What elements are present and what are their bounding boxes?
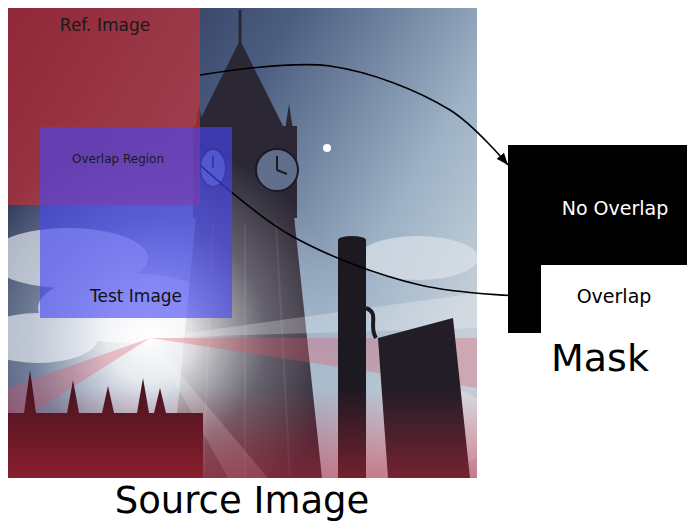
text-slot: Overlap Region	[72, 153, 164, 167]
overlap-mask-region: Overlap	[541, 265, 687, 333]
source-image: Source ImageRef. ImageOverlap RegionTest…	[8, 8, 477, 478]
caption: Source Image	[115, 480, 370, 521]
region-label: No Overlap	[562, 198, 669, 220]
text-slot: No Overlap	[562, 198, 669, 220]
caption: Mask	[551, 337, 649, 381]
region-label: Overlap Region	[72, 153, 164, 167]
text-slot: Overlap	[577, 286, 652, 308]
text-slot: Test Image	[90, 287, 182, 307]
mask-box: No OverlapMaskOverlap	[508, 145, 687, 333]
text-slot: Source Image	[115, 480, 370, 521]
connector-arrow	[200, 65, 508, 165]
sky	[8, 8, 477, 478]
sun-glow	[8, 8, 477, 478]
light-rays	[8, 293, 477, 478]
text-slot: Mask	[551, 337, 649, 381]
bright-spot	[323, 144, 331, 152]
connector-arrow	[200, 165, 541, 297]
region-label: Overlap	[577, 286, 652, 308]
region-label: Test Image	[90, 287, 182, 307]
region-label: Ref. Image	[60, 16, 150, 36]
red-flare	[8, 388, 477, 478]
text-slot: Ref. Image	[60, 16, 150, 36]
